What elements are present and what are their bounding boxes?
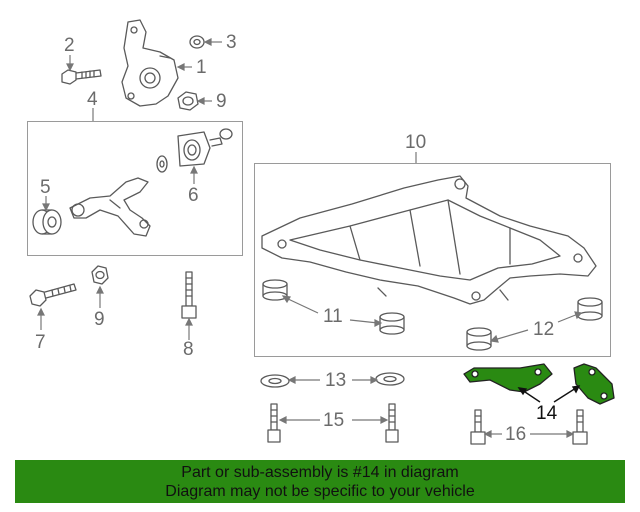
part-bushing-12a[interactable] — [466, 327, 492, 351]
callout-5: 5 — [40, 177, 51, 198]
part-bolt-7[interactable] — [29, 283, 77, 307]
part-bushing-5[interactable] — [32, 209, 62, 235]
leader-1 — [176, 63, 192, 71]
leader-7 — [37, 307, 45, 330]
leader-14 — [517, 385, 581, 403]
callout-13: 13 — [325, 370, 347, 391]
part-washer-13b[interactable] — [375, 372, 405, 386]
callout-4: 4 — [87, 89, 98, 110]
part-nut-9-bottom[interactable] — [91, 265, 109, 285]
part-bolt-8[interactable] — [181, 271, 197, 319]
callout-6: 6 — [188, 185, 199, 206]
part-bushing-12b[interactable] — [577, 297, 603, 321]
part-nut-3[interactable] — [189, 35, 205, 49]
part-bushing-11a[interactable] — [262, 279, 288, 301]
leader-16 — [483, 430, 575, 438]
callout-7: 7 — [35, 332, 46, 353]
group-box-10 — [254, 163, 611, 357]
part-washer-13a[interactable] — [260, 374, 290, 388]
part-bolt-16b[interactable] — [572, 409, 588, 445]
part-crossmember-frame[interactable] — [261, 175, 597, 305]
part-bushing-11b[interactable] — [379, 312, 405, 335]
leader-9-bottom — [96, 285, 104, 308]
callout-16: 16 — [505, 424, 527, 445]
callout-9-bottom: 9 — [94, 309, 105, 330]
part-bolt-16a[interactable] — [470, 409, 486, 445]
leader-8 — [185, 317, 193, 340]
leader-15 — [278, 416, 389, 424]
part-bolt-15b[interactable] — [385, 403, 399, 443]
leader-13 — [287, 376, 379, 384]
callout-2: 2 — [64, 35, 75, 56]
part-bracket-14-left[interactable] — [463, 363, 553, 393]
leader-3 — [203, 38, 222, 46]
callout-8: 8 — [183, 339, 194, 360]
part-bushing-6[interactable] — [156, 128, 233, 173]
part-nut-9-top[interactable] — [177, 91, 199, 111]
part-bolt-15a[interactable] — [267, 403, 281, 443]
callout-3: 3 — [226, 32, 237, 53]
callout-15: 15 — [323, 410, 345, 431]
callout-11: 11 — [323, 306, 343, 327]
leader-2 — [66, 55, 74, 72]
leader-5 — [42, 196, 50, 212]
highlight-banner: Part or sub-assembly is #14 in diagram D… — [15, 460, 625, 503]
part-knuckle[interactable] — [121, 19, 179, 107]
banner-line-2: Diagram may not be specific to your vehi… — [165, 483, 475, 500]
leader-12 — [489, 311, 583, 343]
callout-10: 10 — [405, 132, 427, 153]
leader-9-top — [196, 97, 212, 105]
group-box-4 — [27, 121, 243, 256]
part-control-arm[interactable] — [69, 177, 151, 237]
banner-line-1: Part or sub-assembly is #14 in diagram — [181, 464, 459, 481]
leader-6 — [190, 165, 198, 184]
callout-9-top: 9 — [216, 91, 227, 112]
callout-14: 14 — [536, 403, 558, 424]
part-bolt-2[interactable] — [61, 69, 102, 85]
part-bracket-14-right[interactable] — [573, 363, 615, 405]
callout-1: 1 — [196, 57, 207, 78]
callout-12: 12 — [533, 319, 555, 340]
leader-11 — [281, 295, 383, 327]
